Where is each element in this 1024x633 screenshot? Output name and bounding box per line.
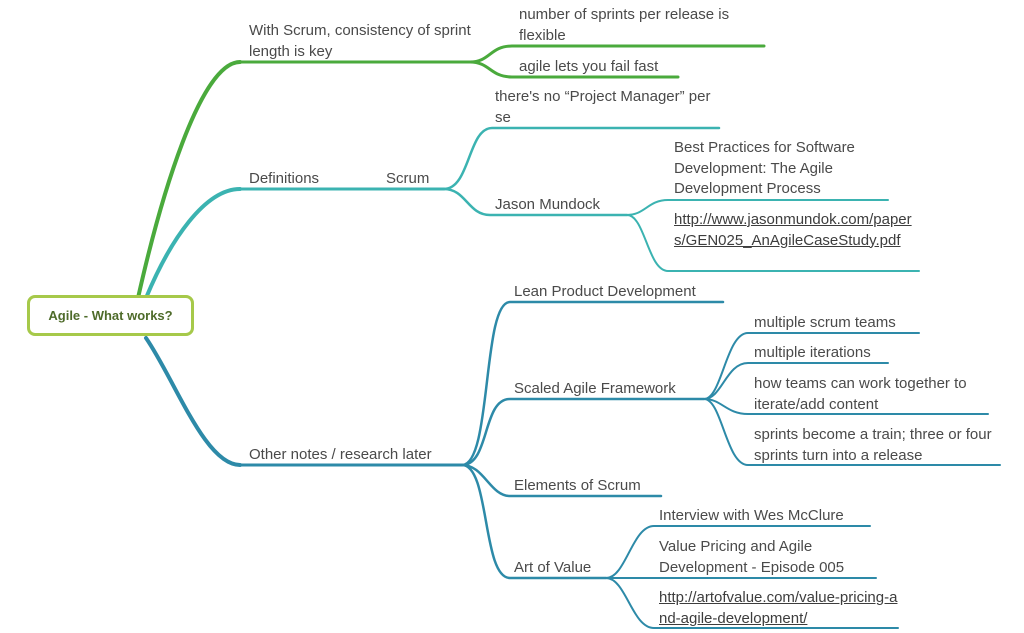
- connector-multi-iterations: [703, 362, 889, 400]
- node-no-pm[interactable]: there's no “Project Manager” per se: [495, 88, 711, 126]
- node-multi-iterations[interactable]: multiple iterations: [754, 344, 871, 361]
- node-sprints-train[interactable]: sprints become a train; three or four sp…: [754, 426, 992, 464]
- connector-lean: [460, 300, 725, 467]
- node-art-of-value[interactable]: Art of Value: [514, 559, 592, 576]
- connector-no-pm: [442, 126, 721, 191]
- node-other-notes[interactable]: Other notes / research later: [249, 446, 432, 463]
- connector-fail-fast: [468, 60, 680, 79]
- node-best-practices[interactable]: Best Practices for Software Development:…: [674, 139, 855, 197]
- node-safe[interactable]: Scaled Agile Framework: [514, 380, 676, 397]
- connector-interview: [605, 525, 871, 579]
- connector-safe: [460, 397, 706, 467]
- connector-other-notes: [144, 336, 242, 467]
- node-scrum-consistency[interactable]: With Scrum, consistency of sprint length…: [249, 22, 471, 60]
- node-value-pricing[interactable]: Value Pricing and Agile Development - Ep…: [659, 538, 845, 576]
- root-node[interactable]: Agile - What works?: [27, 295, 194, 336]
- connector-jason: [442, 187, 629, 217]
- connector-best-practices: [626, 199, 889, 216]
- connector-artofvalue-url: [605, 577, 899, 629]
- node-jason-mundock[interactable]: Jason Mundock: [495, 196, 601, 213]
- connector-definitions: [144, 187, 242, 300]
- node-scrum[interactable]: Scrum: [386, 170, 430, 187]
- node-multi-teams[interactable]: multiple scrum teams: [754, 314, 896, 331]
- connector-scrum-consistency: [136, 60, 242, 300]
- link-jason-paper[interactable]: http://www.jasonmundok.com/papers/GEN025…: [674, 211, 912, 249]
- connector-elements: [460, 463, 663, 498]
- node-interview[interactable]: Interview with Wes McClure: [659, 507, 844, 524]
- node-elements[interactable]: Elements of Scrum: [514, 477, 641, 494]
- connector-jason-url: [626, 214, 920, 272]
- node-definitions[interactable]: Definitions: [249, 170, 320, 187]
- node-sprints-flexible[interactable]: number of sprints per release is flexibl…: [519, 6, 730, 44]
- connector-multi-teams: [703, 332, 920, 400]
- node-fail-fast[interactable]: agile lets you fail fast: [519, 58, 659, 75]
- node-lean[interactable]: Lean Product Development: [514, 283, 696, 300]
- node-teams-together[interactable]: how teams can work together to iterate/a…: [754, 375, 967, 413]
- link-artofvalue[interactable]: http://artofvalue.com/value-pricing-and-…: [659, 589, 898, 627]
- connector-sprints-train: [703, 398, 1001, 466]
- connector-teams-together: [703, 398, 989, 415]
- connector-art-of-value: [460, 463, 608, 580]
